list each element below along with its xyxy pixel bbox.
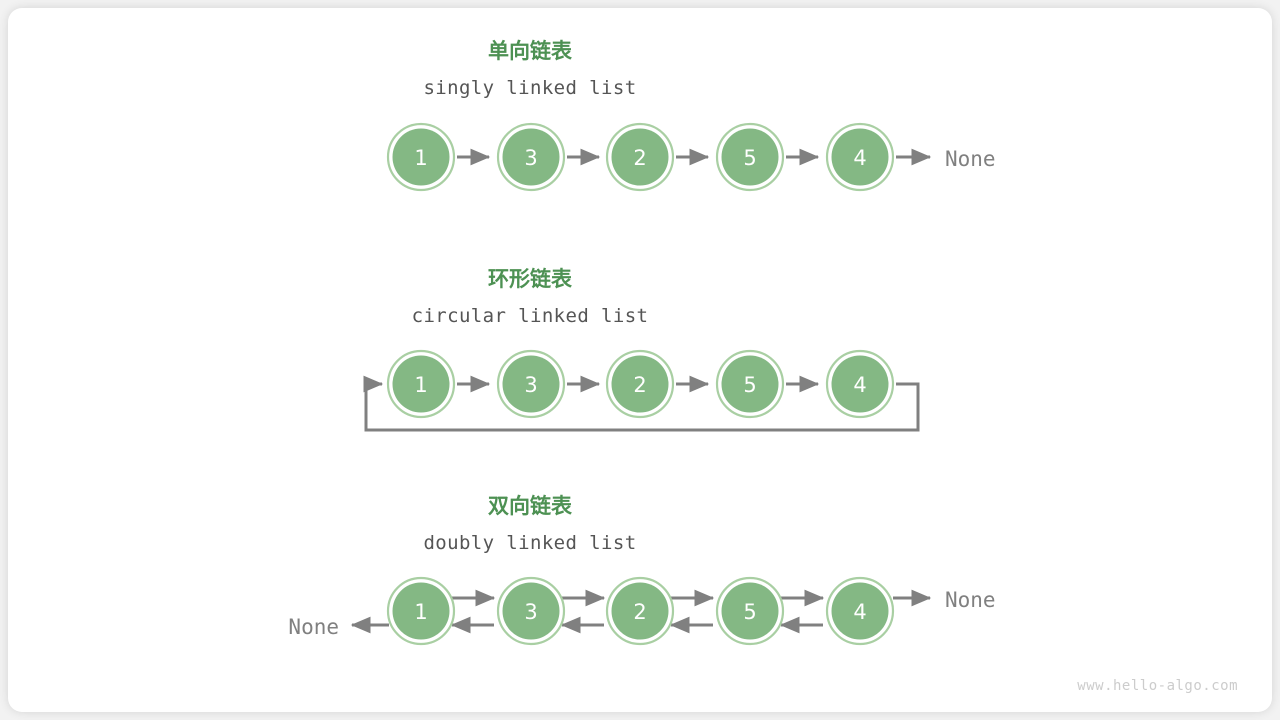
doubly-node-label: 3: [524, 600, 537, 624]
circular-node-label: 4: [853, 373, 866, 397]
singly-node-1: 1: [386, 122, 456, 192]
circular-node-3: 2: [605, 349, 675, 419]
singly-title-cn: 单向链表: [488, 39, 573, 63]
doubly-node-label: 1: [414, 600, 427, 624]
singly-node-4: 5: [715, 122, 785, 192]
singly-node-label: 3: [524, 146, 537, 170]
section-doubly-linked-list: 双向链表 doubly linked list 1: [288, 494, 996, 646]
watermark-label: www.hello-algo.com: [1077, 678, 1238, 694]
circular-node-1: 1: [386, 349, 456, 419]
singly-node-label: 1: [414, 146, 427, 170]
doubly-node-5: 4: [825, 576, 895, 646]
circular-node-5: 4: [825, 349, 895, 419]
circular-title-en: circular linked list: [412, 305, 649, 327]
singly-node-3: 2: [605, 122, 675, 192]
doubly-title-en: doubly linked list: [423, 532, 636, 554]
circular-node-2: 3: [496, 349, 566, 419]
circular-title-cn: 环形链表: [488, 267, 573, 291]
doubly-node-label: 5: [743, 600, 756, 624]
doubly-node-4: 5: [715, 576, 785, 646]
singly-tail-none-label: None: [945, 147, 996, 171]
doubly-node-1: 1: [386, 576, 456, 646]
doubly-title-cn: 双向链表: [488, 494, 573, 518]
singly-node-2: 3: [496, 122, 566, 192]
circular-node-4: 5: [715, 349, 785, 419]
circular-node-label: 1: [414, 373, 427, 397]
circular-node-label: 3: [524, 373, 537, 397]
singly-node-label: 4: [853, 146, 866, 170]
circular-loop-back-edge: [363, 375, 920, 432]
doubly-node-3: 2: [605, 576, 675, 646]
section-circular-linked-list: 环形链表 circular linked list 1 3: [363, 267, 920, 432]
doubly-node-label: 2: [633, 600, 646, 624]
circular-node-label: 5: [743, 373, 756, 397]
singly-node-5: 4: [825, 122, 895, 192]
singly-node-label: 2: [633, 146, 646, 170]
singly-title-en: singly linked list: [423, 77, 636, 99]
doubly-tail-none-label: None: [945, 588, 996, 612]
doubly-head-none-label: None: [288, 615, 339, 639]
doubly-node-2: 3: [496, 576, 566, 646]
doubly-node-label: 4: [853, 600, 866, 624]
circular-node-label: 2: [633, 373, 646, 397]
singly-node-label: 5: [743, 146, 756, 170]
section-singly-linked-list: 单向链表 singly linked list 1 3: [386, 39, 996, 192]
